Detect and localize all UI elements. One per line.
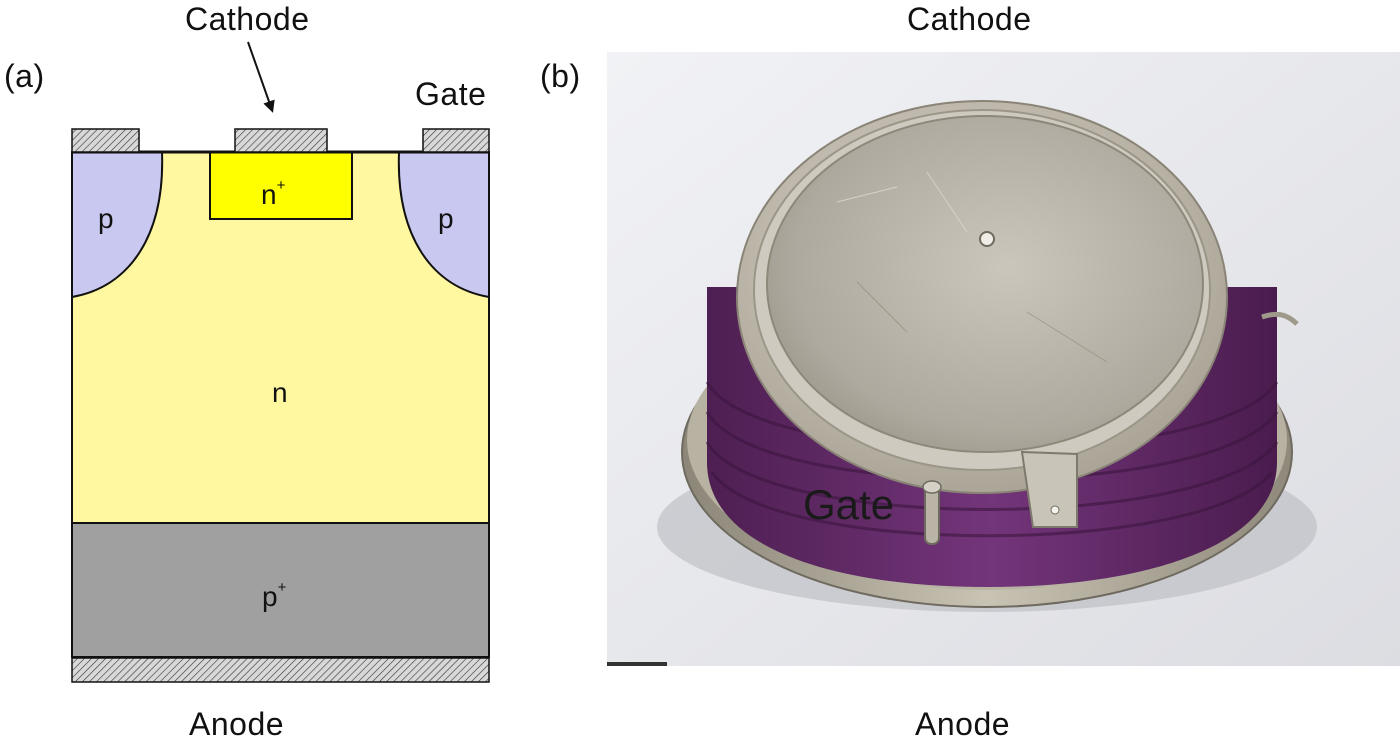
panel-b-label: (b) [540,58,581,94]
panel-b-gate-label: Gate [803,481,895,528]
thyristor-cross-section-diagram: p p n+ n p+ [71,41,490,683]
cathode-face [766,115,1204,453]
left-gate-contact [71,128,140,153]
panel-a-cathode-label: Cathode [185,1,310,37]
thyristor-device-photo [607,52,1400,666]
p-left-label: p [98,203,114,234]
n-plus-region [209,151,353,220]
p-region-left [71,151,164,299]
panel-b-anode-label: Anode [915,706,1011,742]
p-plus-label: p+ [262,579,287,612]
panel-a-anode-label: Anode [189,706,285,742]
anode-contact [71,657,490,683]
p-region-right [397,151,490,299]
cathode-auxiliary-tab [1020,450,1078,528]
p-plus-region [71,522,490,658]
n-drift-label: n [272,377,288,408]
gate-contact [422,128,490,153]
cathode-contact [234,128,328,153]
panel-a-label: (a) [4,58,45,94]
panel-a-gate-label: Gate [415,76,487,112]
n-plus-label: n+ [261,177,286,210]
cathode-arrow [247,41,275,113]
p-right-label: p [438,203,454,234]
side-gate-lead [1261,311,1299,326]
panel-b-cathode-label: Cathode [907,1,1032,37]
center-hole [979,231,995,247]
